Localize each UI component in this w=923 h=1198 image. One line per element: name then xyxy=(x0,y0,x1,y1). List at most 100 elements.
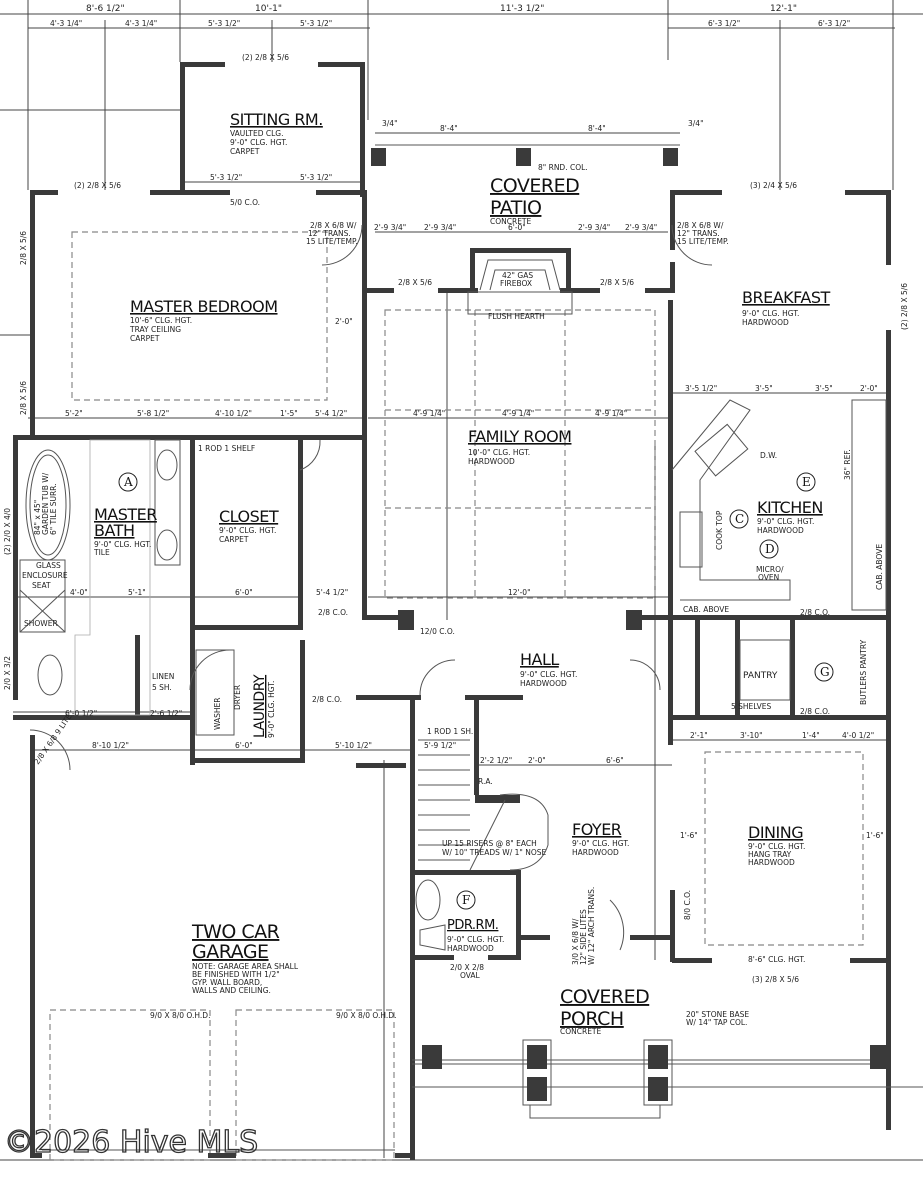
dimension-label: 5'-4 1/2" xyxy=(316,588,348,597)
dimension-label: 5'-3 1/2" xyxy=(210,173,242,182)
ceiling-outlines xyxy=(49,231,864,1161)
room-name-family-room: FAMILY ROOM xyxy=(468,427,571,446)
dimension-label: 11'-3 1/2" xyxy=(500,4,544,14)
room-note: CONCRETE xyxy=(490,217,532,226)
room-name-dining: DINING xyxy=(748,823,803,842)
room-name-butlers-pantry: BUTLERS PANTRY xyxy=(859,639,868,705)
room-note: 10'-6" CLG. HGT. xyxy=(130,316,192,325)
room-note: 9'-0" CLG. HGT. xyxy=(520,670,577,679)
window-label: (3) 2/4 X 5/6 xyxy=(750,181,797,190)
room-note: 5 SHELVES xyxy=(731,702,772,711)
window-label: 2/0 X 3/2 xyxy=(3,656,12,690)
dimension-label: 3/4" xyxy=(382,119,398,128)
room-note: HARDWOOD xyxy=(742,318,789,327)
dimension-label: 5'-10 1/2" xyxy=(335,741,372,750)
room-note: NOTE: GARAGE AREA SHALL xyxy=(192,962,299,971)
room-note: VAULTED CLG. xyxy=(230,129,284,138)
note-rod-shelf: 1 ROD 1 SHELF xyxy=(198,444,255,453)
dimension-label: 3'-5" xyxy=(755,384,773,393)
dimension-label: 4'-10 1/2" xyxy=(215,409,252,418)
room-name-master-bath: BATH xyxy=(94,521,134,540)
dimension-label: 4'-9 1/4" xyxy=(502,409,534,418)
room-note: 9'-0" CLG. HGT. xyxy=(572,839,629,848)
note-oval-window: 2/0 X 2/8 xyxy=(450,963,484,972)
marker-label: G xyxy=(820,665,830,679)
window-label: (3) 2/8 X 5/6 xyxy=(752,975,799,984)
note-garage-door: 9/0 X 8/0 O.H.D. xyxy=(336,1011,396,1020)
door-swings xyxy=(29,224,713,951)
dimension-label: 8'-10 1/2" xyxy=(92,741,129,750)
note-enclosure: ENCLOSURE xyxy=(22,571,68,580)
room-note: GYP. WALL BOARD, xyxy=(192,978,262,987)
note-cased-opening: 2/8 C.O. xyxy=(318,608,348,617)
note-front-door: 12" SIDE LITES xyxy=(579,909,588,965)
dimension-label: 5'-4 1/2" xyxy=(315,409,347,418)
note-rod-shelf: 1 ROD 1 SH. xyxy=(427,727,473,736)
dimension-label: 4'-0 1/2" xyxy=(842,731,874,740)
room-name-garage: TWO CAR xyxy=(191,921,280,943)
window-label: 2/8 X 5/6 xyxy=(19,231,28,265)
dimension-label: 3'-5" xyxy=(815,384,833,393)
dimension-label: 6'-6" xyxy=(606,756,624,765)
window-label: 2/8 X 5/6 xyxy=(600,278,634,287)
dimension-label: 2'-6 1/2" xyxy=(150,709,182,718)
note-tub: 6" TILE SURR. xyxy=(49,484,58,536)
note-cased-opening: 2/8 C.O. xyxy=(800,707,830,716)
room-note: TILE xyxy=(93,548,110,557)
note-shower: SHOWER xyxy=(24,619,58,628)
dimension-label: 1'-5" xyxy=(280,409,298,418)
marker-label: F xyxy=(462,893,470,907)
marker-a: A xyxy=(118,472,138,492)
room-name-foyer: FOYER xyxy=(572,820,622,839)
dimension-label: 1'-4" xyxy=(802,731,820,740)
note-firebox: FIREBOX xyxy=(500,279,532,288)
note-dishwasher: D.W. xyxy=(760,451,777,460)
dimension-label: 6'-0" xyxy=(235,741,253,750)
dimension-label: 5'-1" xyxy=(128,588,146,597)
dimension-label: 6'-0" xyxy=(235,588,253,597)
note-seat: SEAT xyxy=(32,581,51,590)
elevation-markers: A C D E F G xyxy=(118,472,834,910)
walls xyxy=(13,62,923,1160)
dimension-label: 2'-0" xyxy=(528,756,546,765)
dimension-label: 2'-0" xyxy=(860,384,878,393)
dimension-label: 5'-9 1/2" xyxy=(424,741,456,750)
room-note: BE FINISHED WITH 1/2" xyxy=(192,970,280,979)
window-label: (2) 2/8 X 5/6 xyxy=(900,283,909,330)
room-note: 9'-0" CLG. HGT. xyxy=(94,540,151,549)
marker-label: E xyxy=(802,475,811,489)
note-oval-window: OVAL xyxy=(460,971,481,980)
dimension-label: 3'-5 1/2" xyxy=(685,384,717,393)
plan-notes: 8" RND. COL. 42" GAS FIREBOX FLUSH HEART… xyxy=(22,163,884,1027)
note-firebox: 42" GAS xyxy=(502,271,533,280)
room-note: 9'-0" CLG. HGT. xyxy=(219,526,276,535)
note-door: 15 LITE/TEMP. xyxy=(306,237,358,246)
room-note: CARPET xyxy=(219,535,249,544)
room-note: HARDWOOD xyxy=(748,858,795,867)
note-cased-opening: 12/0 C.O. xyxy=(420,627,455,636)
note-tub: 84" x 45" xyxy=(33,500,42,535)
dimension-label: 2'-1" xyxy=(690,731,708,740)
dimension-label: 6'-3 1/2" xyxy=(708,19,740,28)
note-front-door: 3/0 X 6/8 W/ xyxy=(571,918,580,965)
dimension-label: 10'-1" xyxy=(255,4,282,14)
dimension-label: 6'-0 1/2" xyxy=(65,709,97,718)
room-note: CARPET xyxy=(130,334,160,343)
marker-d: D xyxy=(759,539,779,559)
room-note: 9'-0" CLG. HGT. xyxy=(742,309,799,318)
marker-c: C xyxy=(729,509,749,529)
room-name-powder-room: PDR.RM. xyxy=(447,918,498,933)
note-stone-base: W/ 14" TAP COL. xyxy=(686,1018,747,1027)
watermark: ©2026 Hive MLS xyxy=(4,1125,258,1160)
dimension-label: 4'-9 1/4" xyxy=(413,409,445,418)
note-return-air: R.A. xyxy=(478,777,493,786)
note-micro-oven: MICRO/ xyxy=(756,565,784,574)
note-micro-oven: OVEN xyxy=(758,573,779,582)
room-name-closet: CLOSET xyxy=(219,507,279,526)
room-name-laundry: LAUNDRY xyxy=(252,674,268,738)
room-note: HARDWOOD xyxy=(572,848,619,857)
room-name-pantry: PANTRY xyxy=(743,671,778,681)
room-name-kitchen: KITCHEN xyxy=(757,498,823,517)
note-hearth: FLUSH HEARTH xyxy=(488,312,545,321)
dimension-label: 8'-6 1/2" xyxy=(86,4,125,14)
